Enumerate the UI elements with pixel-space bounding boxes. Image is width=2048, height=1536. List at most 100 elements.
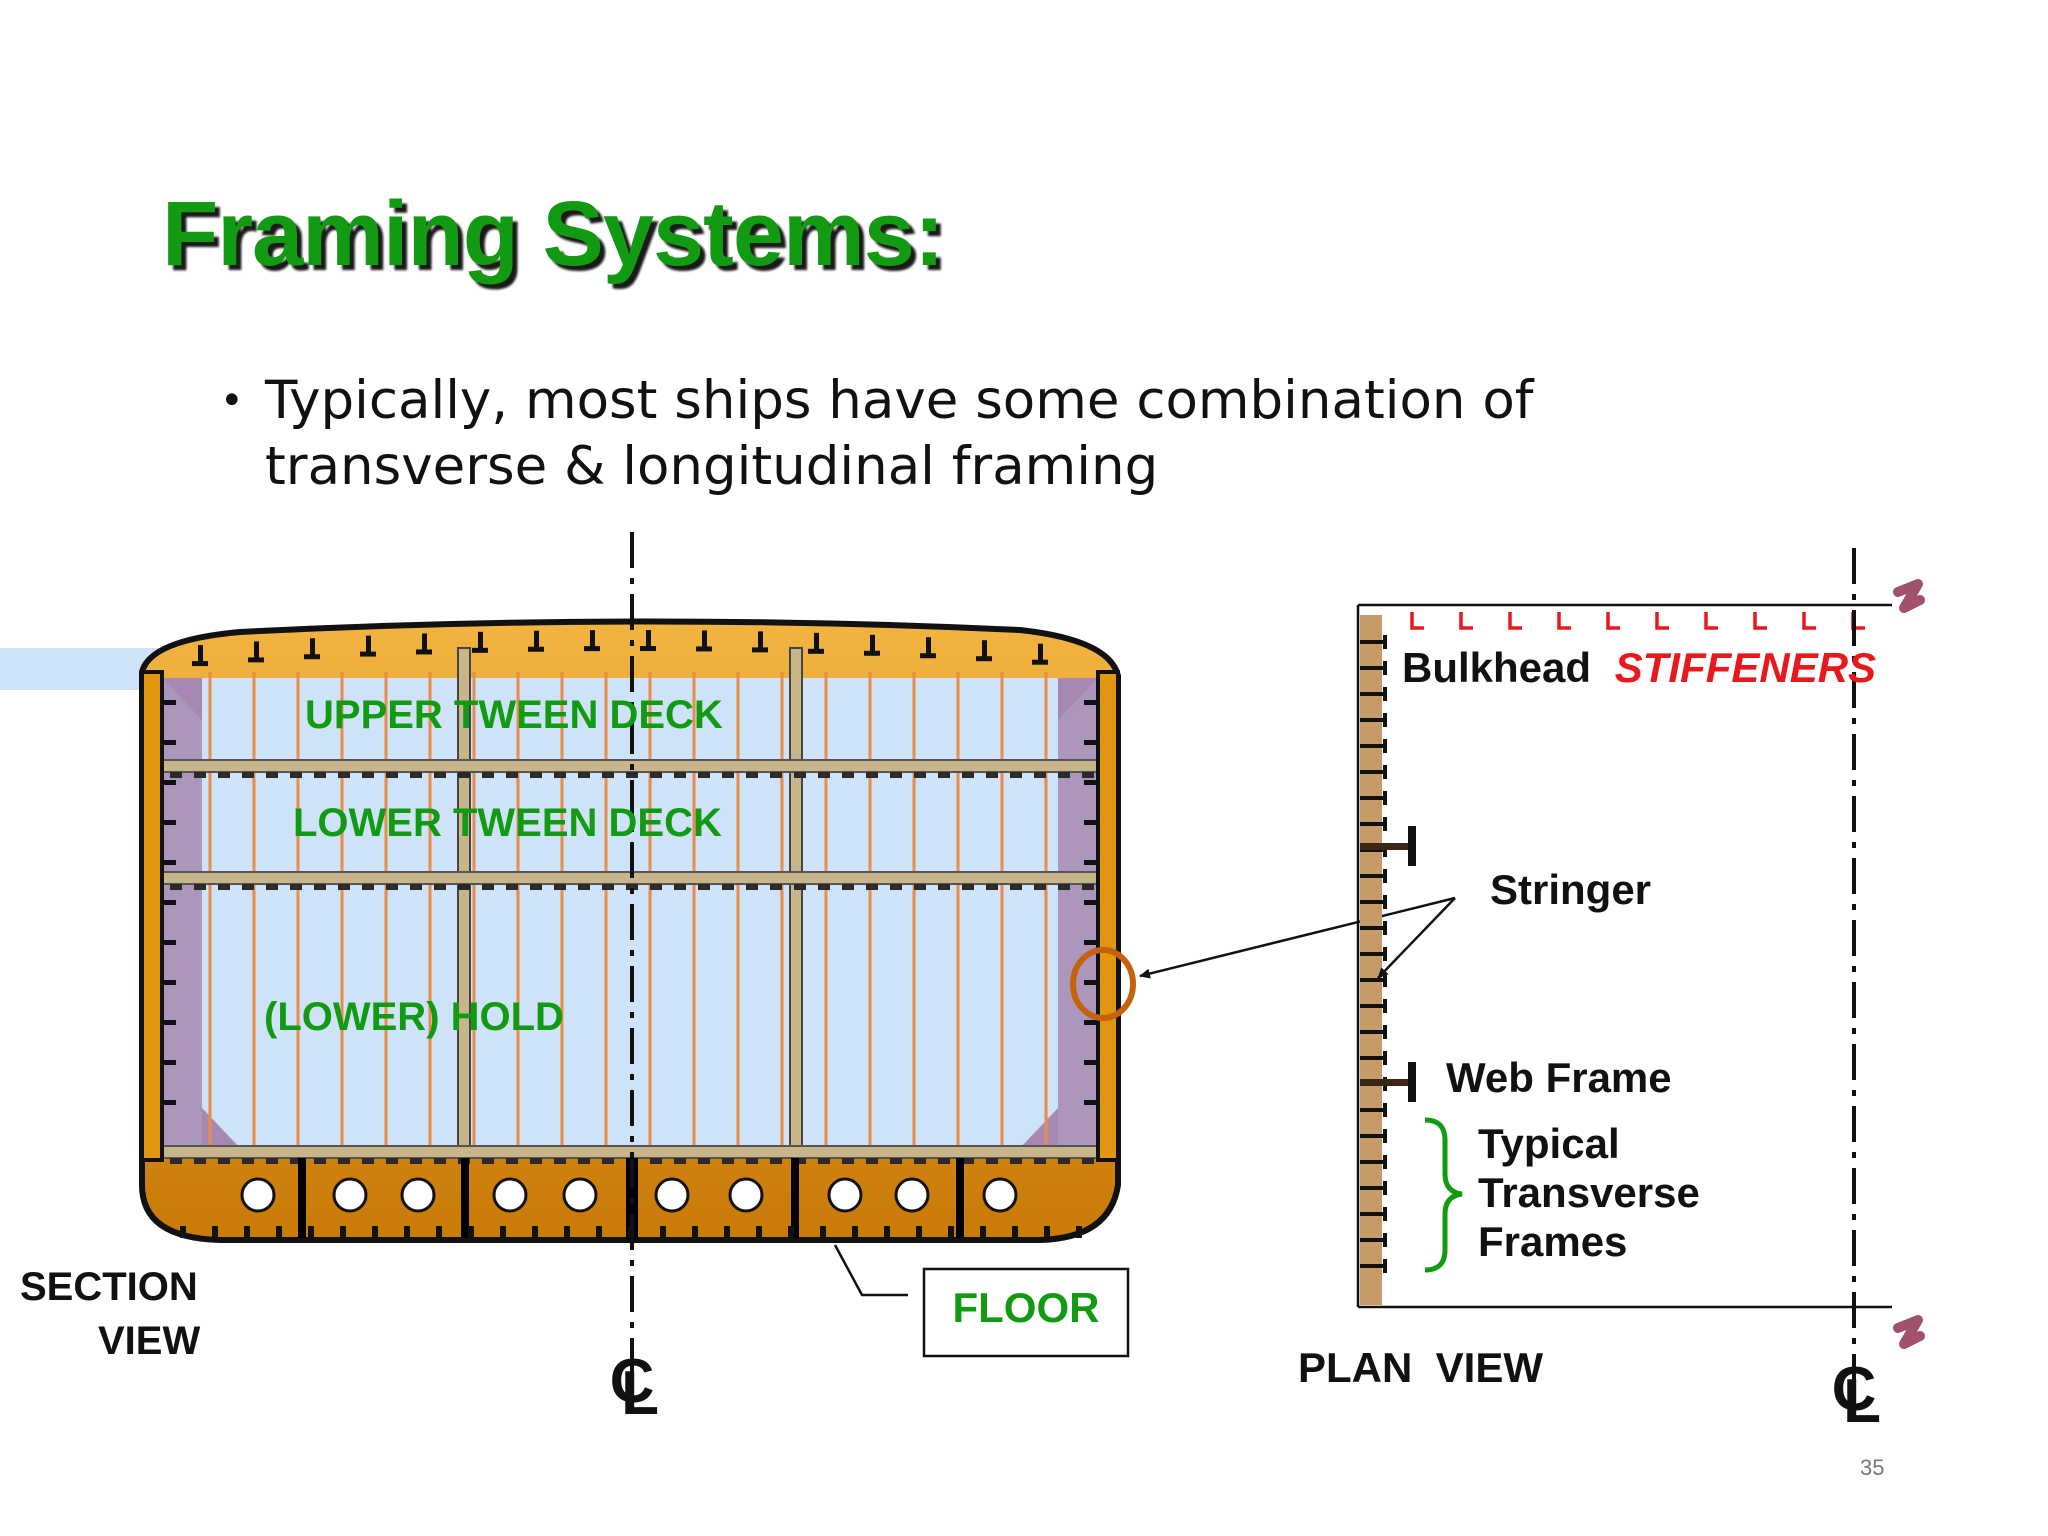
bottom-longitudinal bbox=[244, 1226, 250, 1238]
bulkhead-tick-flange bbox=[1383, 1259, 1387, 1273]
bullet-point: • Typically, most ships have some combin… bbox=[220, 368, 1820, 500]
pillar-mid-right bbox=[789, 771, 803, 873]
cl-symbol-l: L bbox=[621, 1359, 659, 1428]
label-lower-tween-deck: LOWER TWEEN DECK bbox=[293, 801, 722, 845]
label-upper-tween-deck: UPPER TWEEN DECK bbox=[305, 693, 723, 737]
deck-tick bbox=[554, 884, 566, 890]
deck-tick bbox=[866, 1158, 878, 1164]
bullet-text: Typically, most ships have some combinat… bbox=[265, 370, 1534, 497]
bulkhead-tick bbox=[1360, 900, 1386, 904]
plan-view: Bulkhead STIFFENERS Stringer Web Frame T… bbox=[1298, 548, 1925, 1436]
bottom-longitudinal bbox=[1044, 1226, 1050, 1238]
bulkhead-tick bbox=[1360, 692, 1386, 696]
bulkhead-tick bbox=[1360, 1264, 1386, 1268]
side-tick bbox=[162, 1100, 176, 1105]
deck-longitudinal bbox=[590, 630, 595, 649]
stiffener-symbol bbox=[1459, 612, 1473, 630]
bottom-longitudinal bbox=[468, 1226, 474, 1238]
deck-tick bbox=[818, 884, 830, 890]
bulkhead-tick bbox=[1360, 1056, 1386, 1060]
stiffener-symbol bbox=[1753, 612, 1767, 630]
deck-tick bbox=[698, 772, 710, 778]
bottom-longitudinal bbox=[1012, 1226, 1018, 1238]
bulkhead-tick bbox=[1360, 978, 1386, 982]
side-tick bbox=[1084, 940, 1098, 945]
deck-tick bbox=[434, 1158, 446, 1164]
deck-tick bbox=[674, 884, 686, 890]
deck-longitudinal-flange bbox=[248, 657, 264, 663]
deck-longitudinal bbox=[758, 631, 763, 650]
bulkhead-tick-flange bbox=[1383, 973, 1387, 987]
label-view: VIEW bbox=[98, 1319, 200, 1363]
main-deck-longitudinals bbox=[192, 630, 1048, 667]
stiffener-symbol bbox=[1704, 612, 1718, 630]
deck-tick bbox=[314, 1158, 326, 1164]
deck-tick bbox=[746, 884, 758, 890]
deck-tick bbox=[314, 772, 326, 778]
slide-number: 35 bbox=[1860, 1455, 1885, 1480]
side-tick bbox=[1084, 900, 1098, 905]
deck-longitudinal bbox=[254, 641, 259, 660]
deck-tick bbox=[530, 1158, 542, 1164]
bottom-longitudinal bbox=[532, 1226, 538, 1238]
deck-tick bbox=[722, 884, 734, 890]
web-frame-symbol bbox=[1360, 1062, 1416, 1102]
deck-tick bbox=[362, 772, 374, 778]
deck-tick bbox=[1034, 884, 1046, 890]
deck-tick bbox=[746, 772, 758, 778]
deck-tick bbox=[410, 772, 422, 778]
deck-tick bbox=[386, 1158, 398, 1164]
bulkhead-tick bbox=[1360, 952, 1386, 956]
deck-tick bbox=[218, 772, 230, 778]
deck-tick bbox=[170, 1158, 182, 1164]
side-tick bbox=[162, 940, 176, 945]
deck-tick bbox=[602, 772, 614, 778]
bottom-longitudinal bbox=[500, 1226, 506, 1238]
deck-tick bbox=[650, 1158, 662, 1164]
label-web-frame: Web Frame bbox=[1446, 1054, 1672, 1101]
side-tick bbox=[162, 820, 176, 825]
bulkhead-tick bbox=[1360, 874, 1386, 878]
bottom-longitudinal bbox=[916, 1226, 922, 1238]
cl-symbol-c-plan: C bbox=[1832, 1355, 1877, 1424]
deck-tick bbox=[338, 884, 350, 890]
bottom-longitudinal bbox=[372, 1226, 378, 1238]
deck-tick bbox=[890, 1158, 902, 1164]
deck-tick bbox=[362, 884, 374, 890]
lightening-hole bbox=[400, 1177, 436, 1213]
deck-tick bbox=[506, 1158, 518, 1164]
break-mark-bottom bbox=[1893, 1315, 1925, 1349]
deck-tick bbox=[290, 772, 302, 778]
bulkhead-tick bbox=[1360, 718, 1386, 722]
bulkhead-tick-flange bbox=[1383, 1103, 1387, 1117]
deck-tick bbox=[1010, 772, 1022, 778]
section-view: UPPER TWEEN DECK LOWER TWEEN DECK (LOWER… bbox=[0, 532, 1456, 1428]
side-shell-left bbox=[140, 670, 164, 1162]
deck-tick bbox=[938, 884, 950, 890]
deck-tick bbox=[722, 1158, 734, 1164]
deck-tick bbox=[266, 772, 278, 778]
side-tick bbox=[1084, 700, 1098, 705]
lightening-hole bbox=[492, 1177, 528, 1213]
bottom-longitudinal bbox=[340, 1226, 346, 1238]
bottom-longitudinal bbox=[884, 1226, 890, 1238]
deck-tick bbox=[986, 884, 998, 890]
lightening-hole bbox=[728, 1177, 764, 1213]
slide-title: Framing Systems: bbox=[162, 183, 945, 285]
deck-tick bbox=[506, 884, 518, 890]
deck-tick bbox=[482, 772, 494, 778]
label-transverse: Transverse bbox=[1478, 1169, 1700, 1216]
deck-tick bbox=[938, 772, 950, 778]
deck-tick bbox=[458, 772, 470, 778]
deck-tick bbox=[458, 884, 470, 890]
label-bulkhead-stiffeners: Bulkhead STIFFENERS bbox=[1402, 644, 1876, 691]
deck-longitudinal bbox=[478, 631, 483, 650]
wing-space-left bbox=[162, 678, 202, 1148]
bulkhead-tick-flange bbox=[1383, 947, 1387, 961]
bottom-longitudinal bbox=[948, 1226, 954, 1238]
bulkhead-tick bbox=[1360, 1030, 1386, 1034]
bulkhead-tick-flange bbox=[1383, 765, 1387, 779]
bottom-longitudinal bbox=[276, 1226, 282, 1238]
deck-tick bbox=[818, 772, 830, 778]
deck-tick bbox=[986, 1158, 998, 1164]
